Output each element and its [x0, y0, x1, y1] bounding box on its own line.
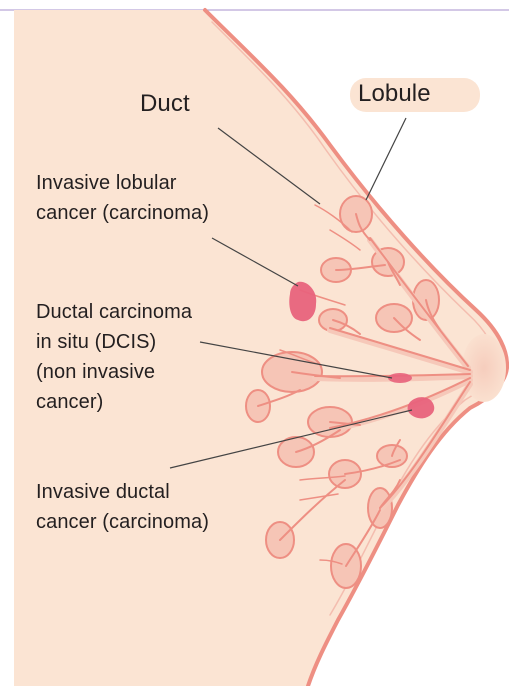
invasive-lobular-line-2: cancer (carcinoma): [36, 198, 209, 228]
dcis-line-2: in situ (DCIS): [36, 327, 192, 357]
lobule-leader: [366, 118, 406, 200]
dcis-label: Ductal carcinoma in situ (DCIS) (non inv…: [36, 297, 192, 417]
invasive-ductal-line-1: Invasive ductal: [36, 477, 209, 507]
invasive-ductal-label: Invasive ductal cancer (carcinoma): [36, 477, 209, 537]
dcis-line-1: Ductal carcinoma: [36, 297, 192, 327]
dcis-line-4: cancer): [36, 387, 192, 417]
lobule-label: Lobule: [358, 80, 431, 108]
duct-label-text: Duct: [140, 90, 190, 117]
dcis-line-3: (non invasive: [36, 357, 192, 387]
invasive-ductal-line-2: cancer (carcinoma): [36, 507, 209, 537]
duct-label: Duct: [140, 90, 190, 118]
invasive-lobular-line-1: Invasive lobular: [36, 168, 209, 198]
lobule-label-text: Lobule: [358, 80, 431, 107]
invasive-lobular-label: Invasive lobular cancer (carcinoma): [36, 168, 209, 228]
